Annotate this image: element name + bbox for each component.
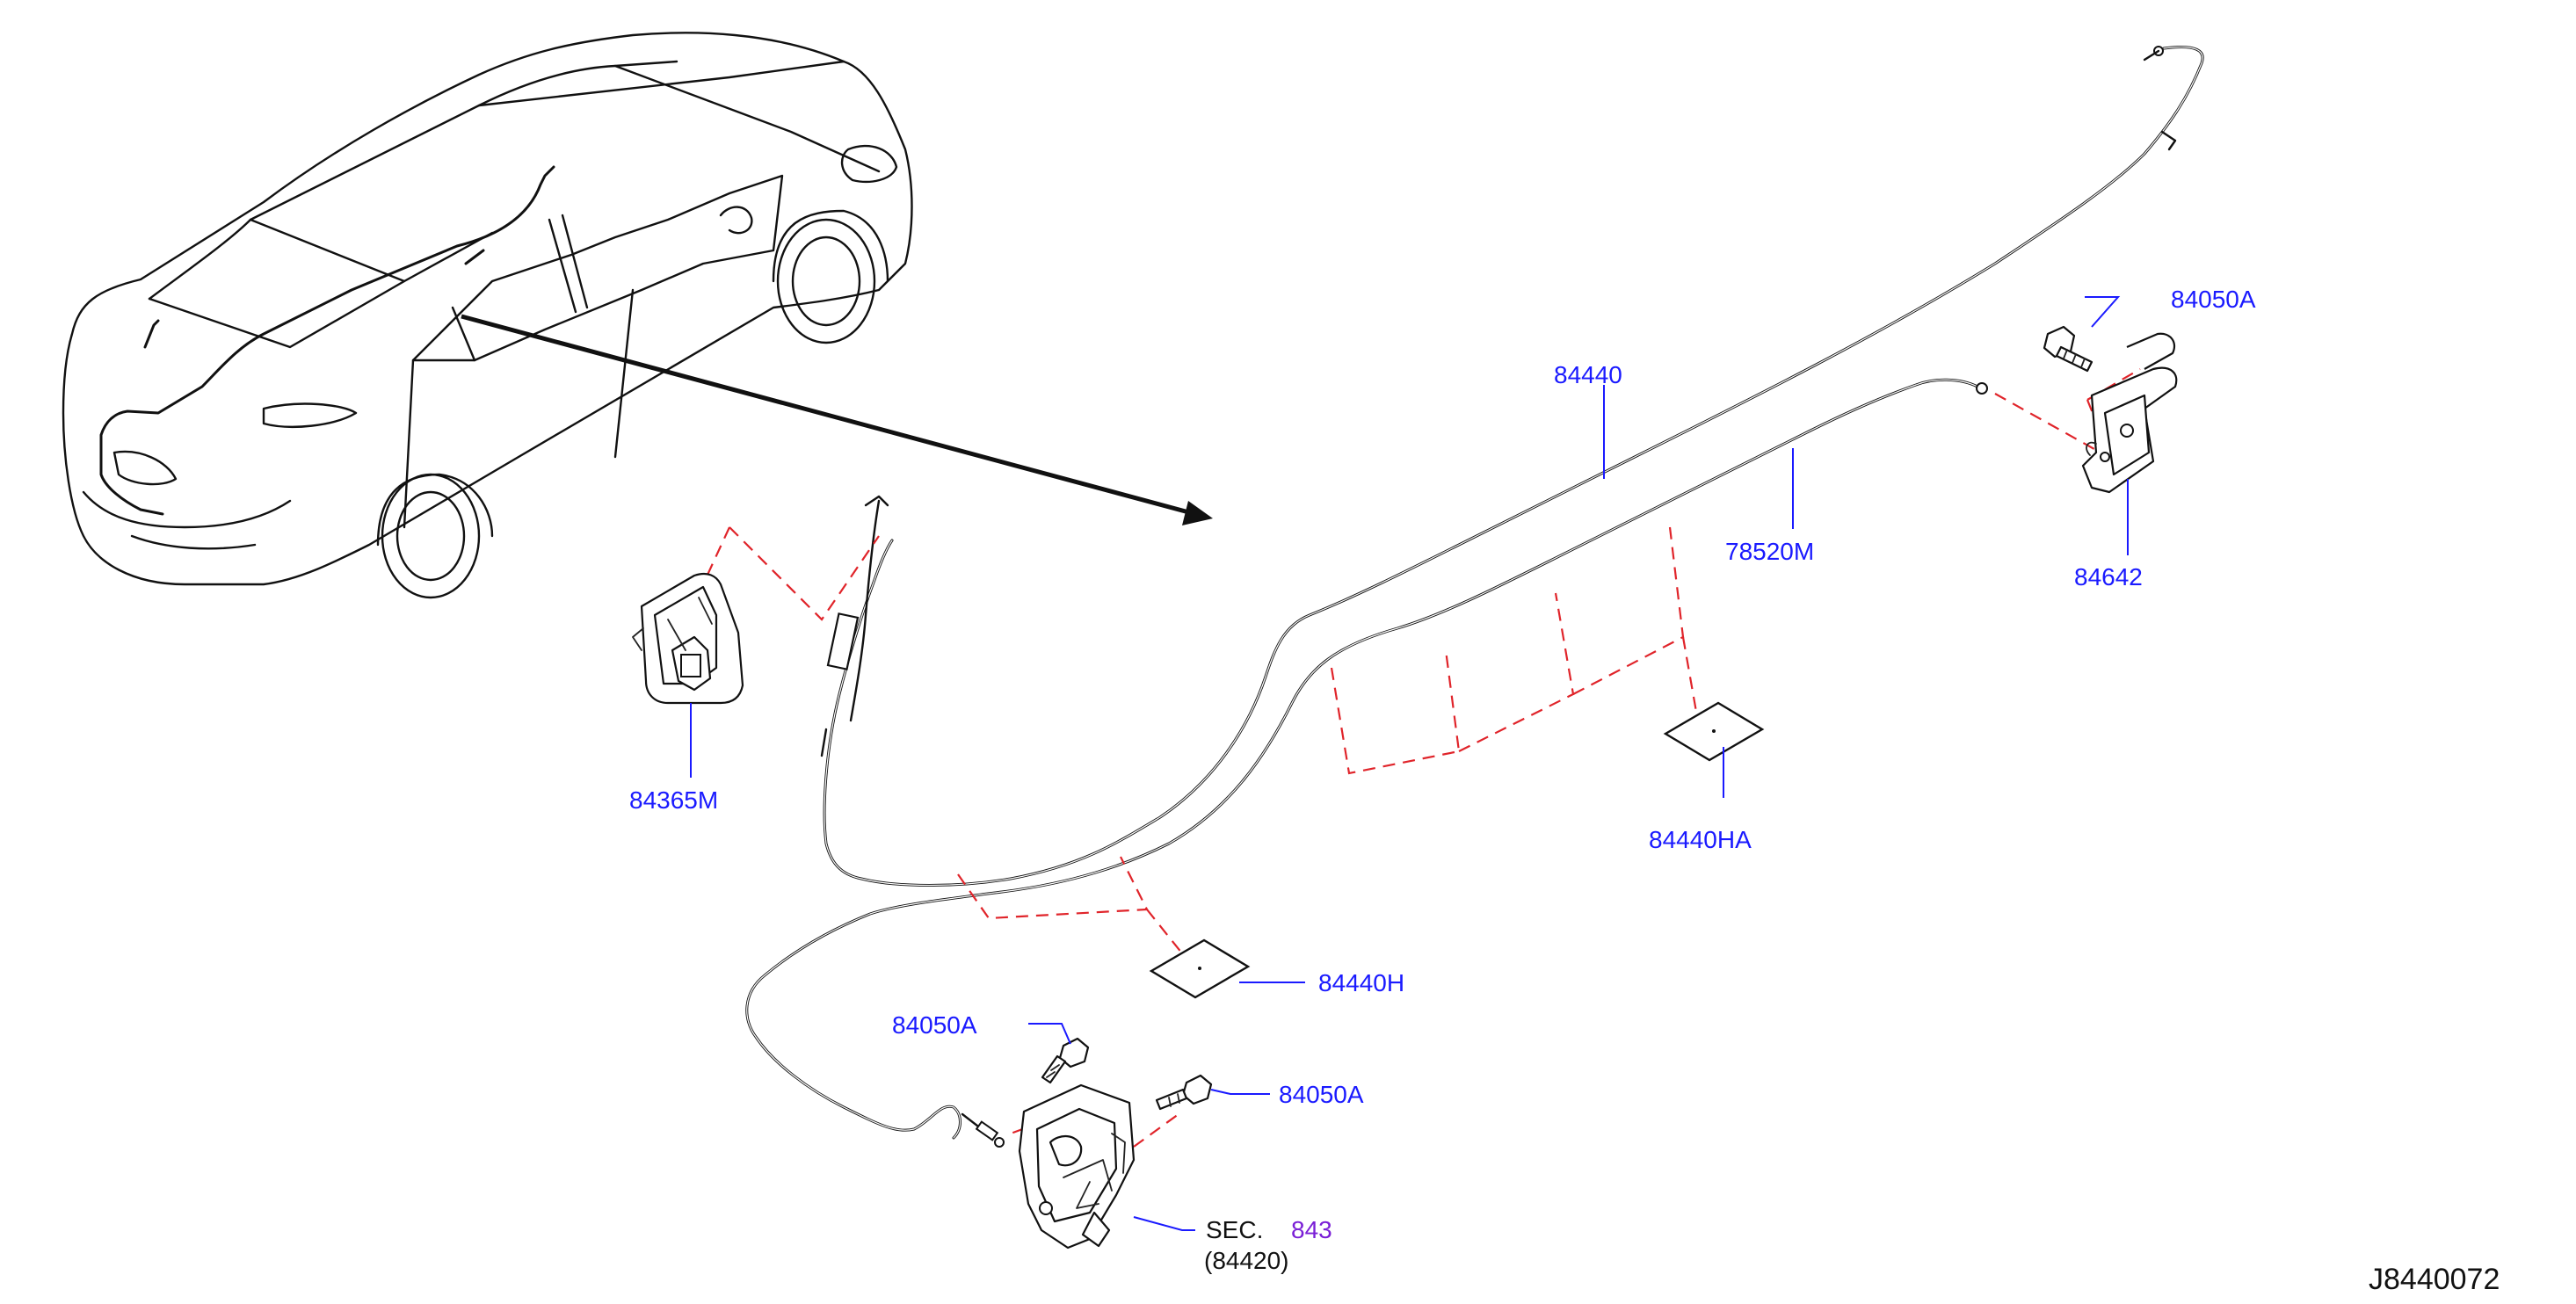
leader-lines bbox=[690, 296, 2129, 1231]
label-84050a-left: 84050A bbox=[892, 1011, 977, 1039]
hood-lock-assembly bbox=[1018, 1083, 1136, 1250]
pad-84440H bbox=[1149, 938, 1251, 999]
hood-release-cable-assembly bbox=[745, 46, 2204, 1148]
bolt-84050A-top bbox=[2043, 325, 2093, 373]
label-84050a-right: 84050A bbox=[1279, 1081, 1364, 1108]
hood-release-handle-84365M bbox=[632, 572, 744, 705]
label-sec-number[interactable]: 843 bbox=[1291, 1216, 1332, 1243]
label-84440: 84440 bbox=[1554, 361, 1622, 388]
bolt-84050A-right bbox=[1155, 1074, 1213, 1111]
label-sec-prefix: SEC. bbox=[1206, 1216, 1263, 1243]
label-84440ha: 84440HA bbox=[1649, 826, 1752, 853]
label-84642: 84642 bbox=[2074, 563, 2143, 590]
pad-84440HA bbox=[1663, 701, 1765, 762]
bolt-84050A-left bbox=[1041, 1037, 1090, 1084]
label-78520m: 78520M bbox=[1725, 538, 1814, 565]
part-labels: 84050A 84440 78520M 84642 84365M 84440HA… bbox=[629, 286, 2500, 1296]
label-84050a-top: 84050A bbox=[2171, 286, 2256, 313]
car-illustration bbox=[62, 32, 1213, 599]
label-sec-subpart: (84420) bbox=[1204, 1247, 1289, 1274]
label-84440h: 84440H bbox=[1318, 969, 1404, 996]
figure-id: J8440072 bbox=[2369, 1263, 2500, 1296]
label-84365m: 84365M bbox=[629, 786, 718, 814]
lever-bracket-84642 bbox=[2081, 332, 2178, 494]
